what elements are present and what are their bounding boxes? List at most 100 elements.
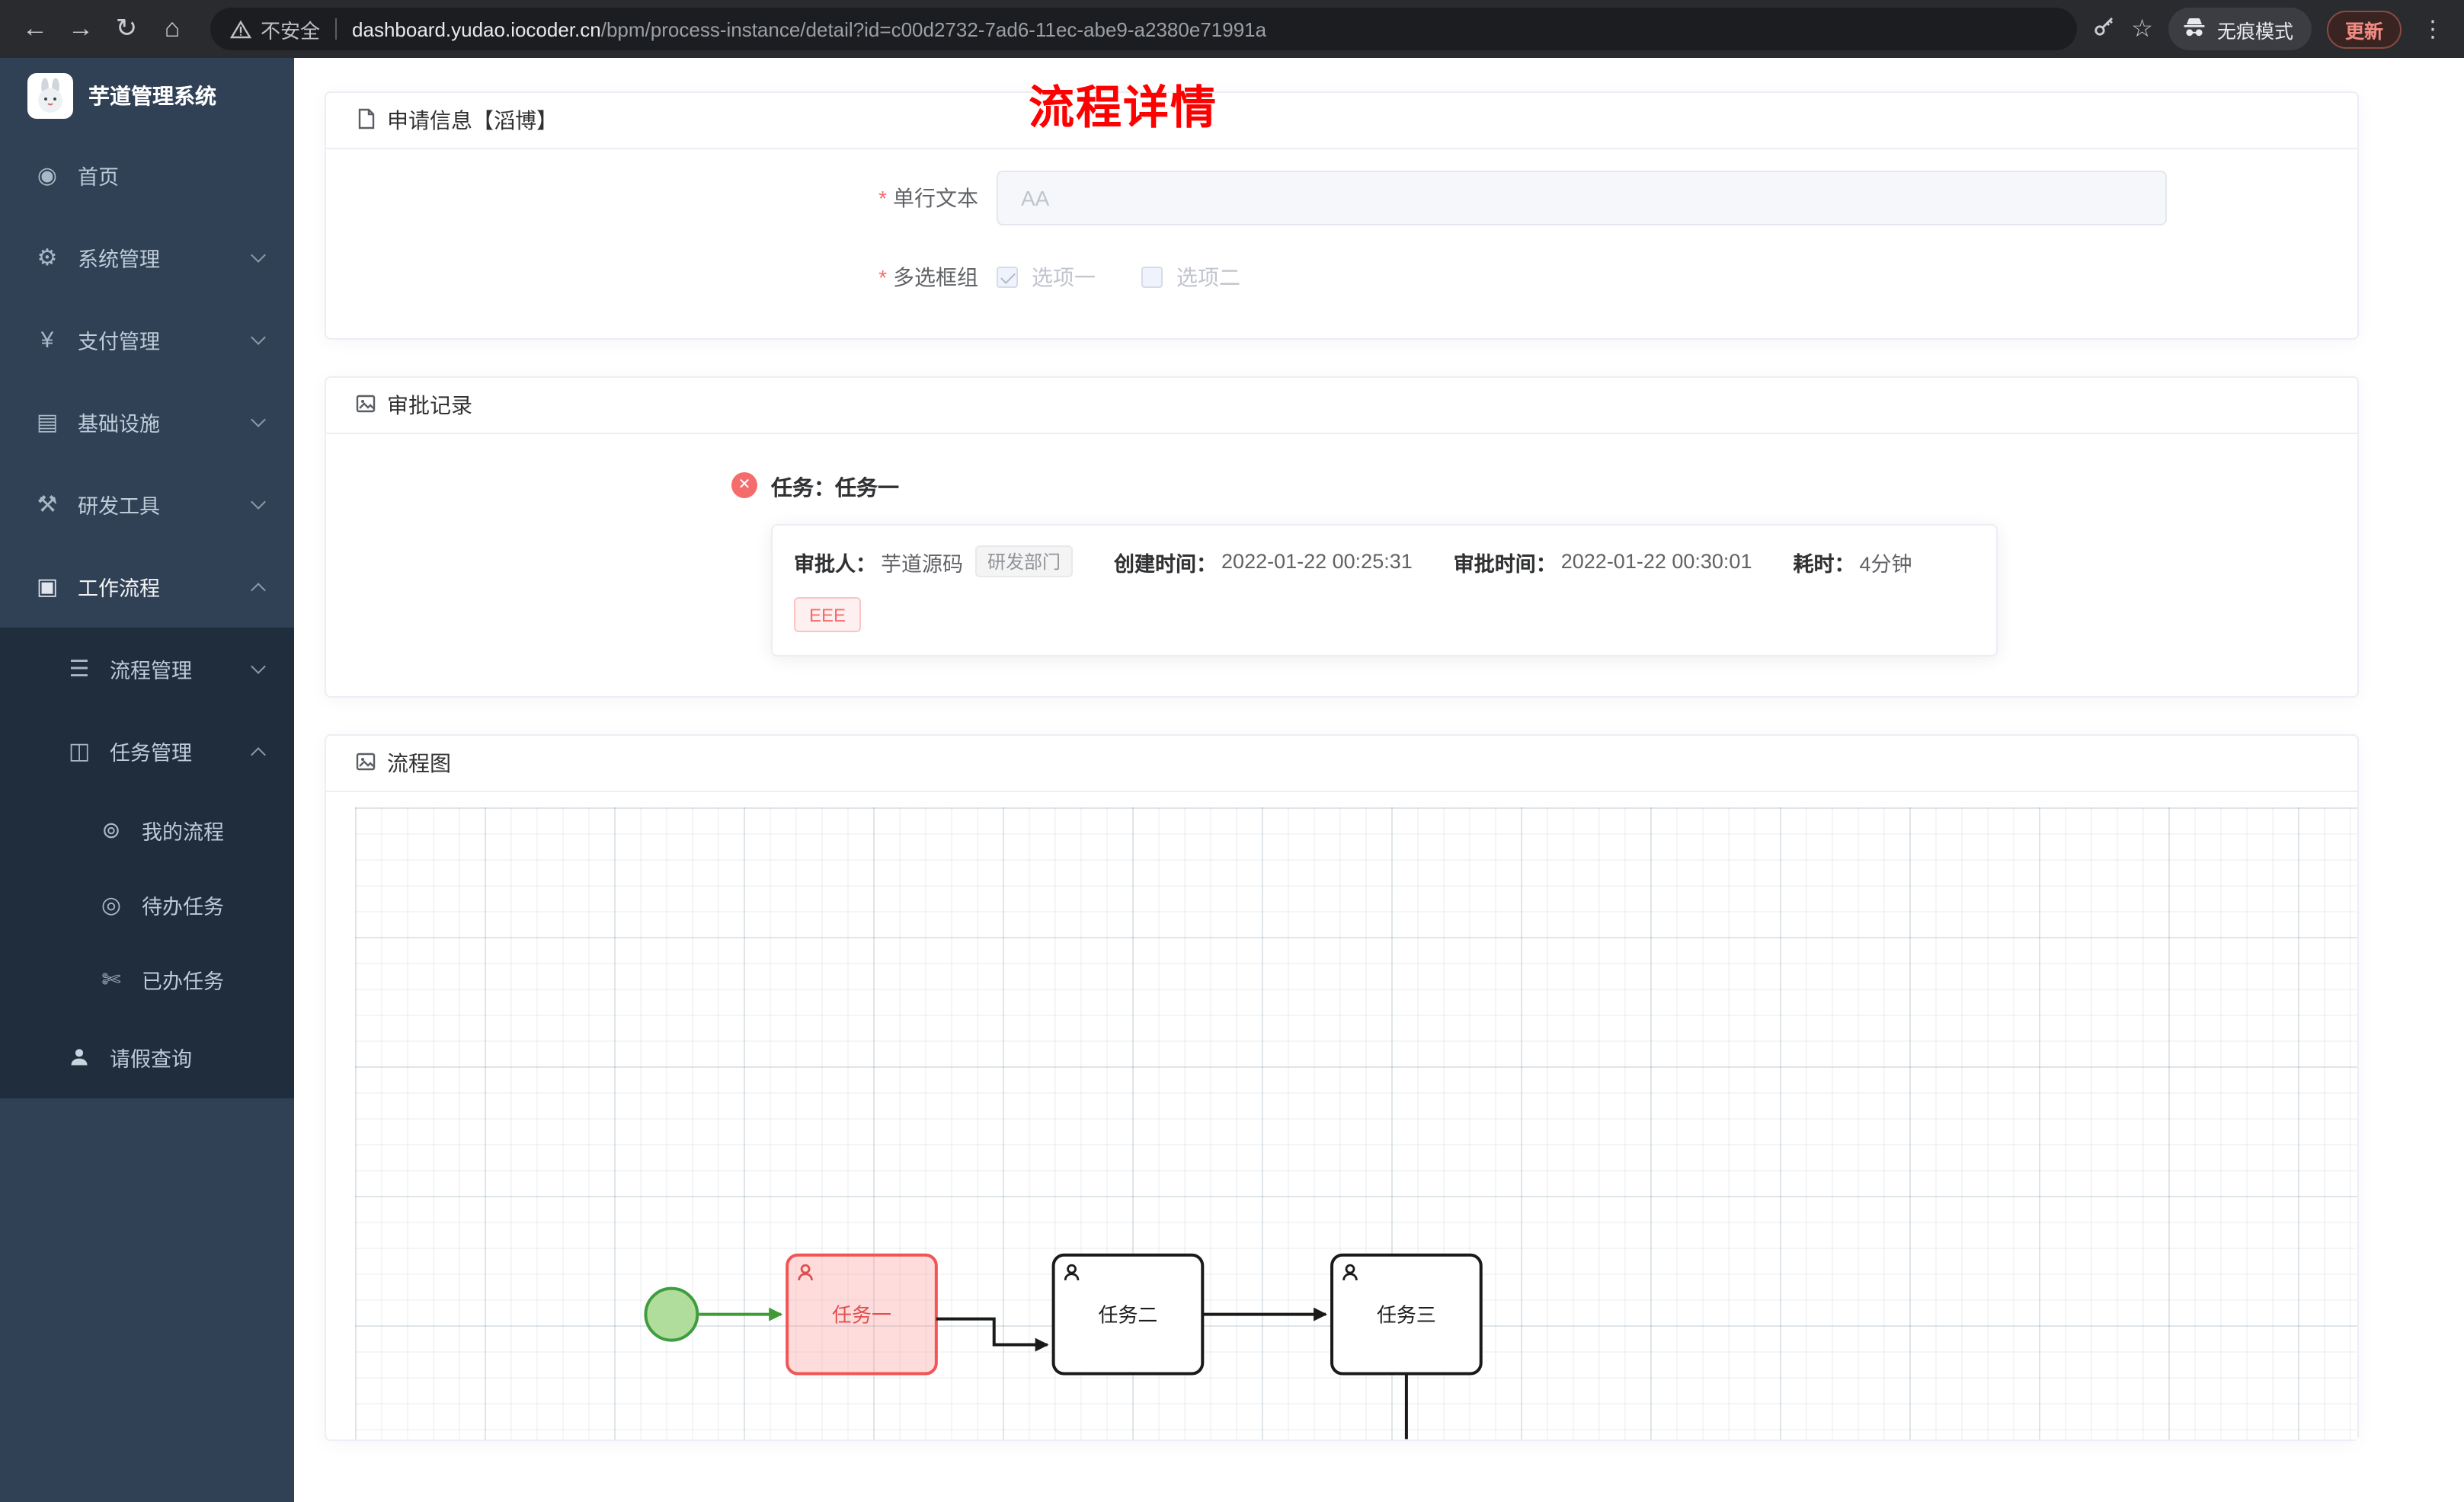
task3-label: 任务三: [1377, 1304, 1436, 1327]
image-icon: [355, 392, 376, 418]
bookmark-star-icon[interactable]: ☆: [2131, 17, 2153, 43]
app-title: 芋道管理系统: [88, 84, 216, 108]
timeline-item: ✕ 任务：任务一 审批人： 芋道源码 研发部门 创建时间：: [731, 472, 2327, 657]
start-event-node[interactable]: [644, 1286, 699, 1342]
sidebar-item-label: 支付管理: [78, 331, 160, 353]
task-node-task1[interactable]: [786, 1253, 938, 1376]
incognito-badge[interactable]: 无痕模式: [2168, 8, 2312, 50]
approval-timeline: ✕ 任务：任务一 审批人： 芋道源码 研发部门 创建时间：: [326, 434, 2357, 696]
app-logo-row[interactable]: 芋道管理系统: [0, 58, 294, 134]
sidebar-item-todo-tasks[interactable]: ◎ 待办任务: [0, 867, 294, 941]
sidebar-item-done-tasks[interactable]: ✄ 已办任务: [0, 941, 294, 1016]
sidebar-item-my-processes[interactable]: ⊚ 我的流程: [0, 792, 294, 867]
incognito-label: 无痕模式: [2216, 21, 2293, 42]
reload-icon[interactable]: ↻: [115, 14, 138, 43]
my-process-icon: ⊚: [101, 817, 121, 843]
sidebar-item-leave-query[interactable]: 请假查询: [0, 1016, 294, 1098]
chevron-down-icon: [251, 658, 266, 673]
process-diagram-header: 流程图: [326, 736, 2357, 792]
application-form: *单行文本 *多选框组 选项一: [326, 149, 2357, 338]
sidebar-item-payment[interactable]: ¥ 支付管理: [0, 299, 294, 381]
approval-fields-row: 审批人： 芋道源码 研发部门 创建时间： 2022-01-22 00:25:31…: [794, 545, 1975, 577]
approval-records-title: 审批记录: [387, 393, 472, 417]
infrastructure-icon: ▤: [36, 410, 59, 436]
sidebar-item-label: 已办任务: [142, 970, 224, 992]
process-diagram-title: 流程图: [387, 751, 451, 775]
url-path: /bpm/process-instance/detail?id=c00d2732…: [600, 18, 1267, 40]
chevron-down-icon: [251, 329, 266, 344]
sidebar-item-label: 工作流程: [78, 577, 160, 600]
duration-value: 4分钟: [1859, 552, 1912, 575]
checkbox-option-label: 选项二: [1176, 265, 1240, 289]
required-asterisk: *: [878, 186, 887, 210]
url-text: dashboard.yudao.iocoder.cn/bpm/process-i…: [352, 18, 1266, 40]
checkbox-group: 选项一 选项二: [997, 262, 1240, 292]
approver-field: 审批人： 芋道源码 研发部门: [794, 545, 1074, 577]
approval-detail-card: 审批人： 芋道源码 研发部门 创建时间： 2022-01-22 00:25:31…: [771, 524, 1998, 657]
sidebar-item-label: 任务管理: [110, 742, 192, 765]
sidebar-item-label: 请假查询: [110, 1048, 192, 1071]
browser-menu-icon[interactable]: ⋮: [2421, 17, 2444, 43]
sidebar-item-label: 待办任务: [142, 895, 224, 918]
sidebar-item-task-management[interactable]: ◫ 任务管理: [0, 710, 294, 792]
checkbox-option-label: 选项一: [1032, 265, 1096, 289]
sidebar-item-home[interactable]: ◉ 首页: [0, 134, 294, 216]
browser-toolbar: ← → ↻ ⌂ 不安全 dashboard.yudao.iocoder.cn/b…: [0, 0, 2464, 58]
approval-records-header: 审批记录: [326, 378, 2357, 434]
key-icon[interactable]: [2091, 13, 2116, 45]
workflow-submenu: ☰ 流程管理 ◫ 任务管理 ⊚ 我的流程 ◎ 待办任务: [0, 628, 294, 1098]
comment-tag: EEE: [794, 597, 862, 632]
chevron-down-icon: [251, 411, 266, 427]
warning-icon[interactable]: [230, 19, 251, 39]
document-icon: [355, 107, 376, 133]
sidebar-item-label: 研发工具: [78, 495, 160, 518]
task-title: 任务：任务一: [771, 475, 899, 500]
application-info-header: 申请信息【滔博】: [326, 93, 2357, 149]
app-logo-rabbit-icon: [27, 73, 73, 119]
checkbox-option-2[interactable]: 选项二: [1141, 262, 1240, 292]
person-icon: [62, 1044, 96, 1070]
application-info-card: 申请信息【滔博】 *单行文本 *多选框组: [325, 91, 2359, 340]
create-time-value: 2022-01-22 00:25:31: [1221, 550, 1413, 573]
sidebar-item-process-management[interactable]: ☰ 流程管理: [0, 628, 294, 710]
url-host: dashboard.yudao.iocoder.cn: [352, 18, 601, 40]
approve-time-value: 2022-01-22 00:30:01: [1560, 550, 1752, 573]
sidebar: 芋道管理系统 ◉ 首页 ⚙ 系统管理 ¥ 支付管理 ▤ 基础设施: [0, 58, 294, 1502]
tasks-icon: ◫: [68, 739, 91, 765]
bpmn-canvas[interactable]: 任务一 任务二 任务三: [355, 807, 2357, 1440]
text-field-row: *单行文本: [326, 171, 2357, 225]
update-button[interactable]: 更新: [2326, 10, 2402, 48]
eye-icon: ◎: [101, 892, 122, 918]
gear-icon: ⚙: [37, 245, 58, 271]
address-bar[interactable]: 不安全 dashboard.yudao.iocoder.cn/bpm/proce…: [210, 8, 2077, 50]
security-label: 不安全: [261, 19, 321, 42]
image-icon: [355, 750, 376, 776]
sidebar-item-label: 我的流程: [142, 820, 224, 843]
task1-label: 任务一: [832, 1304, 891, 1327]
back-icon[interactable]: ←: [22, 14, 48, 43]
yen-icon: ¥: [40, 327, 54, 353]
checkbox-group-label: *多选框组: [878, 265, 978, 289]
sidebar-item-workflow[interactable]: ▣ 工作流程: [0, 545, 294, 628]
briefcase-icon: ▣: [36, 574, 59, 600]
required-asterisk: *: [878, 265, 887, 289]
forward-icon[interactable]: →: [68, 14, 94, 43]
checkbox-unchecked-icon[interactable]: [1141, 267, 1163, 288]
home-icon[interactable]: ⌂: [164, 14, 181, 43]
sidebar-item-infrastructure[interactable]: ▤ 基础设施: [0, 381, 294, 463]
single-line-text-input[interactable]: [997, 171, 2167, 225]
checkbox-option-1[interactable]: 选项一: [997, 262, 1096, 292]
checkbox-group-row: *多选框组 选项一 选项二: [326, 262, 2357, 292]
comment-row: EEE: [794, 597, 1975, 632]
sidebar-item-label: 基础设施: [78, 413, 160, 436]
sidebar-item-system[interactable]: ⚙ 系统管理: [0, 216, 294, 299]
department-tag: 研发部门: [975, 545, 1074, 577]
browser-right-controls: ☆ 无痕模式 更新 ⋮: [2091, 8, 2452, 50]
main-content: 流程详情 申请信息【滔博】 *单行文本: [294, 58, 2464, 1502]
sidebar-item-dev-tools[interactable]: ⚒ 研发工具: [0, 463, 294, 545]
sidebar-item-label: 系统管理: [78, 248, 160, 271]
checkbox-checked-icon[interactable]: [997, 267, 1018, 288]
process-diagram-card: 流程图: [325, 734, 2359, 1441]
approval-records-card: 审批记录 ✕ 任务：任务一 审批人： 芋道源码 研发部门: [325, 376, 2359, 698]
task2-label: 任务二: [1099, 1304, 1158, 1327]
